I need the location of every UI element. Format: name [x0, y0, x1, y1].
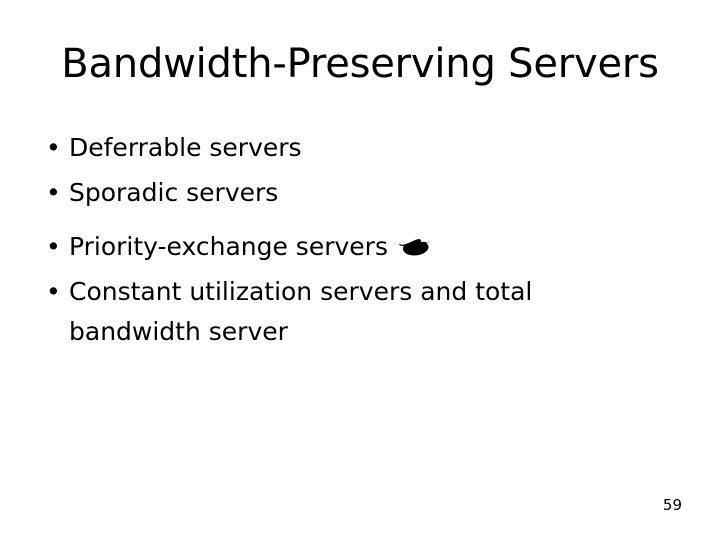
list-item: • Deferrable servers: [40, 128, 640, 168]
bullet-point-icon: •: [46, 277, 61, 306]
slide-title: Bandwidth-Preserving Servers: [61, 41, 659, 87]
bullet-point-icon: •: [46, 232, 61, 261]
list-item: • Sporadic servers: [40, 173, 640, 213]
list-item: • Constant utilization servers and total…: [40, 272, 640, 352]
bullet-text: Constant utilization servers and total b…: [69, 277, 533, 346]
bullet-text: Priority-exchange servers: [69, 232, 388, 261]
bullet-text: Sporadic servers: [69, 178, 279, 207]
bullet-point-icon: •: [46, 178, 61, 207]
bullet-list: • Deferrable servers • Sporadic servers …: [40, 128, 640, 352]
page-number: 59: [662, 496, 682, 514]
bullet-point-icon: •: [46, 133, 61, 162]
bullet-text: Deferrable servers: [69, 133, 302, 162]
list-item: • Priority-exchange servers: [40, 227, 640, 267]
pointing-hand-left-icon: [398, 235, 430, 257]
